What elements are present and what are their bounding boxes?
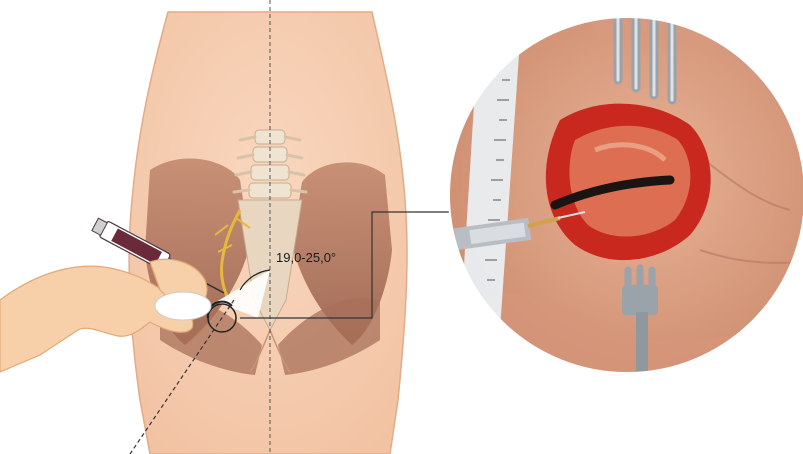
angle-label: 19,0-25,0° bbox=[276, 250, 336, 265]
surgical-photo bbox=[449, 0, 803, 400]
